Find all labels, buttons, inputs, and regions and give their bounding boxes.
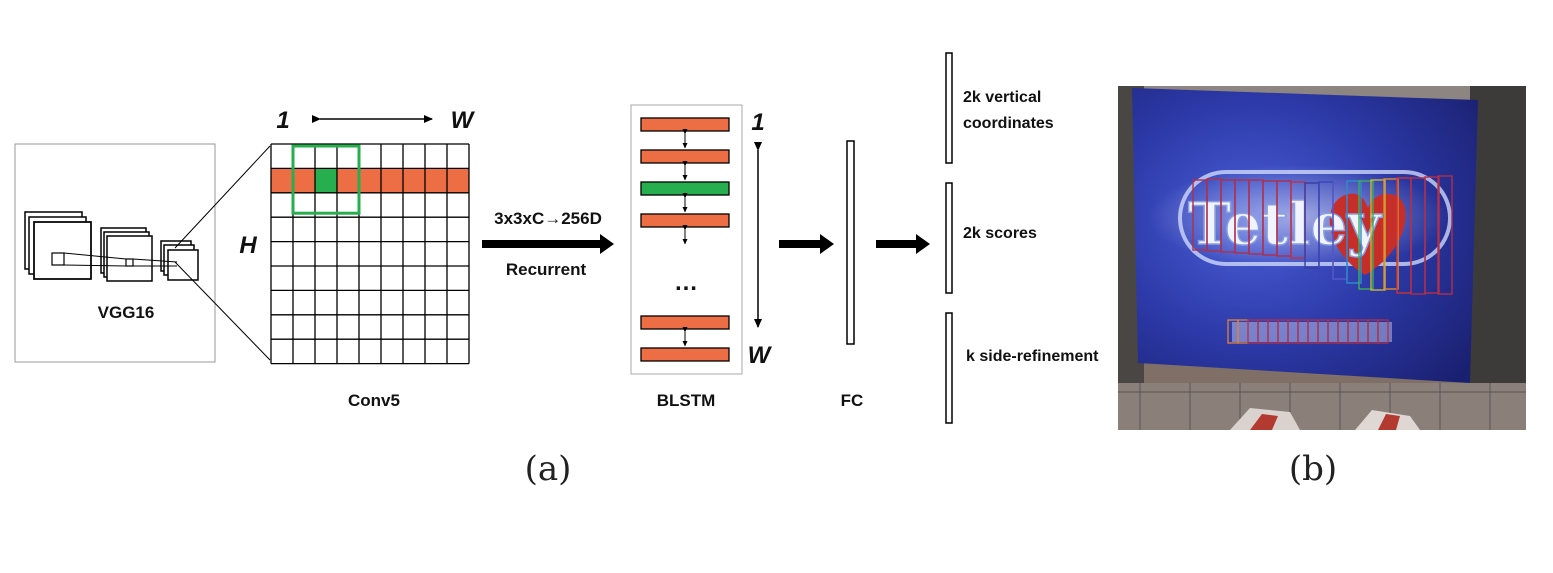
caption-a: (a) [525, 449, 572, 489]
caption-b: (b) [1289, 449, 1337, 489]
blstm-cell [640, 315, 730, 330]
output-vertical-line1: 2k vertical [963, 89, 1041, 106]
output-scores-label: 2k scores [963, 225, 1037, 242]
blstm-cell [640, 181, 730, 196]
conv5-active-row [271, 168, 469, 193]
output-refinement-label: k side-refinement [966, 348, 1099, 365]
conv5-width-start: 1 [276, 107, 289, 134]
output-bar-scores [945, 182, 953, 294]
vgg16-block [14, 143, 271, 363]
blstm-cell [640, 117, 730, 132]
transform-arrow [482, 234, 614, 254]
conv5-height-label: H [239, 232, 257, 259]
conv5-active-cell [315, 168, 337, 193]
text-proposal-box [1370, 179, 1386, 291]
text-proposal-box [1424, 176, 1440, 294]
blstm-cell [640, 213, 730, 228]
blstm-cell [640, 347, 730, 362]
output-bar-refinement [945, 312, 953, 424]
blstm-label: BLSTM [657, 391, 716, 410]
blstm-top-index: 1 [751, 109, 764, 136]
blstm-bottom-index: W [748, 342, 773, 369]
text-proposal-box [1383, 178, 1399, 290]
blstm-to-fc-arrow [779, 234, 834, 254]
blstm-block [630, 104, 743, 375]
conv5-grid [270, 143, 470, 365]
text-proposal-box [1437, 175, 1453, 295]
billboard-photo: Tetley [1118, 86, 1526, 430]
text-proposal-box [1358, 180, 1374, 290]
fc-label: FC [841, 391, 864, 410]
conv5-label: Conv5 [348, 391, 400, 410]
output-bar-vertical [945, 52, 953, 164]
blstm-cell [640, 149, 730, 164]
billboard-logo-text: Tetley [1188, 190, 1383, 258]
fc-to-output-arrow [876, 234, 930, 254]
conv5-width-end: W [451, 107, 476, 134]
text-proposal-box [1377, 319, 1389, 344]
fc-bar [846, 140, 855, 345]
blstm-ellipsis: … [674, 269, 698, 296]
text-proposal-box [1346, 180, 1362, 284]
output-vertical-line2: coordinates [963, 115, 1054, 132]
conv5-sliding-window [291, 144, 361, 215]
transform-line1: 3x3xC→256D [494, 209, 602, 228]
vgg16-label: VGG16 [98, 303, 155, 322]
transform-line2: Recurrent [506, 260, 587, 279]
